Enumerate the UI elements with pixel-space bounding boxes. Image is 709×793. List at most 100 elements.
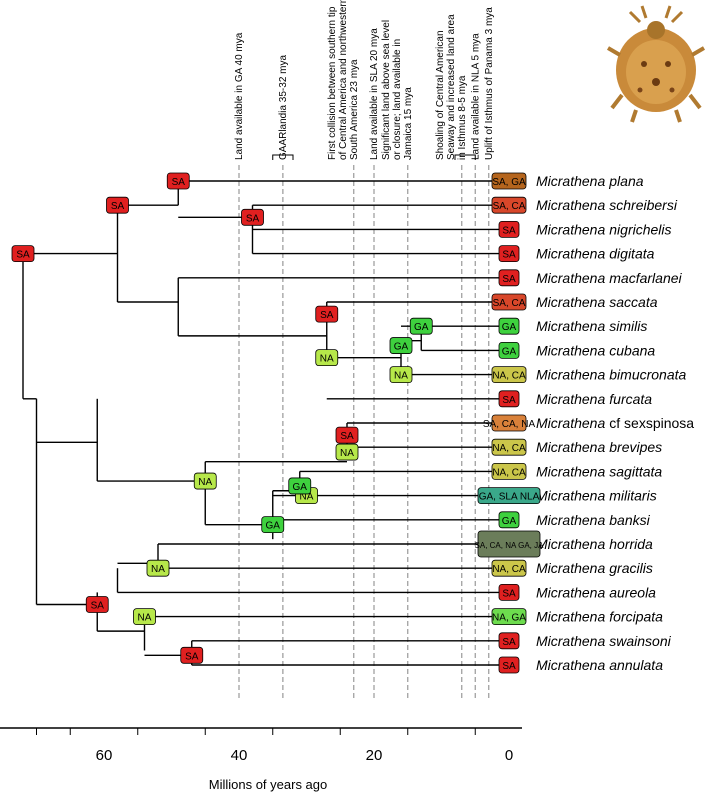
event-label-line: First collision between southern tip <box>327 6 338 160</box>
node-range-label: SA <box>172 177 186 188</box>
tip-range-label: SA, CA <box>493 298 526 309</box>
tip-range-box <box>498 632 520 650</box>
taxon-epithet: annulata <box>609 657 663 673</box>
taxon-genus: Micrathena <box>536 584 605 600</box>
node-range-box <box>409 317 433 335</box>
taxon-epithet: sagittata <box>609 463 662 479</box>
axis-tick-label: 0 <box>505 747 513 764</box>
event-label-line: in Isthmus 8-5 mya <box>457 75 468 160</box>
tip-range-label: SA, CA, NA <box>483 419 536 430</box>
node-range-label: NA <box>320 354 334 365</box>
taxon-epithet: militaris <box>609 488 656 504</box>
event-label-line: Uplift of Isthmus of Panama 3 mya <box>484 7 495 160</box>
taxon-epithet: cf sexspinosa <box>609 415 694 431</box>
node-range-box <box>315 349 339 367</box>
taxon-epithet: plana <box>608 173 643 189</box>
node-range-label: SA <box>340 431 354 442</box>
node-range-box <box>389 337 413 354</box>
taxon-genus: Micrathena <box>536 197 605 213</box>
tip-range-box <box>491 608 527 625</box>
event-label: Uplift of Isthmus of Panama 3 mya <box>484 7 495 160</box>
axis-title: Millions of years ago <box>209 777 328 792</box>
event-label-line: GAARlandia 35-32 mya <box>278 55 289 160</box>
event-label: Land available in GA 40 mya <box>234 32 245 160</box>
node-range-box <box>146 559 170 577</box>
event-label: Land available in SLA 20 mya <box>369 28 380 160</box>
event-bracket <box>454 154 476 160</box>
node-range-box <box>193 472 217 490</box>
axis-tick-label: 60 <box>96 747 113 764</box>
tip-range-label: SA <box>502 395 516 406</box>
tip-range-box <box>491 559 527 577</box>
event-label: Land available in NLA 5 mya <box>470 33 481 160</box>
node-range-box <box>241 208 264 226</box>
node-range-label: GA <box>293 482 308 493</box>
event-bracket <box>272 154 294 160</box>
tree-branches <box>22 180 499 666</box>
node-range-label: SA <box>16 250 30 261</box>
node-range-box <box>261 516 285 534</box>
event-label-line: South America 23 mya <box>349 59 360 160</box>
tip-range-label: NA, CA <box>492 371 526 382</box>
tip-range-box <box>498 245 520 263</box>
tip-range-label: SA, CA <box>493 201 526 212</box>
node-range-box <box>315 305 339 323</box>
taxon-epithet: forcipata <box>609 609 663 625</box>
taxon-epithet: macfarlanei <box>609 270 682 286</box>
taxon-genus: Micrathena <box>536 633 605 649</box>
taxon-genus: Micrathena <box>536 536 605 552</box>
tip-range-label: GA <box>502 322 517 333</box>
node-range-box <box>335 426 359 444</box>
taxon-genus: Micrathena <box>536 294 605 310</box>
taxon-genus: Micrathena <box>536 391 605 407</box>
tip-range-box <box>498 317 520 335</box>
tip-range-label: SA <box>502 225 516 236</box>
node-range-box <box>85 596 109 613</box>
axis-tick-label: 40 <box>231 747 248 764</box>
tip-range-label: NA, GA <box>492 613 526 624</box>
tip-range-box <box>477 487 541 505</box>
tip-range-label: NA, CA <box>492 467 526 478</box>
tip-range-box <box>498 584 520 601</box>
tip-range-box <box>491 438 527 456</box>
node-range-label: SA <box>185 651 199 662</box>
node-range-box <box>180 646 204 664</box>
tip-range-box <box>491 172 527 190</box>
event-label-line: Significant land above sea level <box>381 20 392 160</box>
node-range-box <box>133 608 156 625</box>
event-label: Significant land above sea levelor closu… <box>381 20 414 160</box>
tip-range-box <box>498 390 520 408</box>
taxon-genus: Micrathena <box>536 246 605 262</box>
event-label-line: Land available in SLA 20 mya <box>369 28 380 160</box>
event-label-line: of Central America and northwestern <box>338 0 349 160</box>
event-label-line: Jamaica 15 mya <box>403 87 414 160</box>
taxon-epithet: cubana <box>609 342 655 358</box>
axis-tick-label: 20 <box>366 747 383 764</box>
taxon-genus: Micrathena <box>536 173 605 189</box>
tip-range-label: NA, CA <box>492 564 526 575</box>
node-range-label: NA <box>151 564 165 575</box>
taxon-epithet: nigrichelis <box>609 221 671 237</box>
node-range-label: SA <box>246 213 260 224</box>
tip-range-box <box>477 530 541 558</box>
event-label: GAARlandia 35-32 mya <box>278 55 289 160</box>
event-label-line: Land available in GA 40 mya <box>234 32 245 160</box>
node-range-label: NA <box>138 613 152 624</box>
tip-range-box <box>498 511 520 529</box>
node-range-label: SA <box>91 601 105 612</box>
tip-range-label: SA <box>502 661 516 672</box>
taxon-epithet: horrida <box>609 536 653 552</box>
node-range-box <box>335 443 359 461</box>
